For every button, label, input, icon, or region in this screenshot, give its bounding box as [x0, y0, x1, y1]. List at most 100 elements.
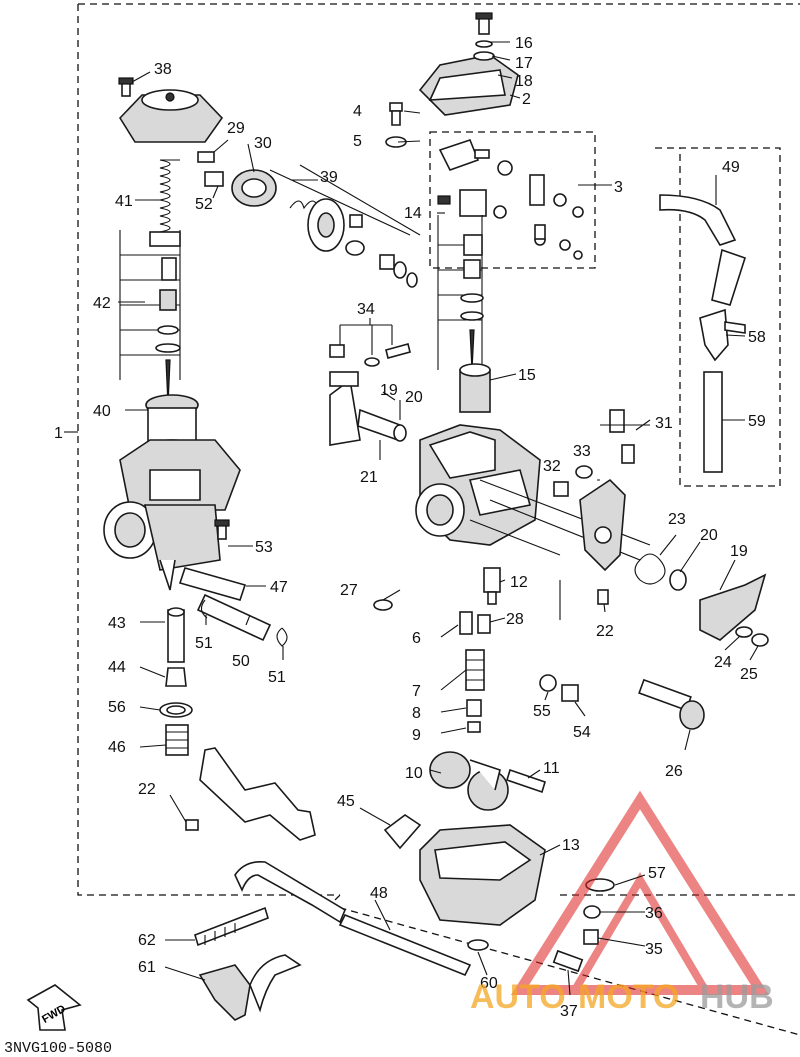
callout-41: 41	[115, 193, 133, 210]
callout-45: 45	[337, 793, 355, 810]
callout-40: 40	[93, 403, 111, 420]
diaphragm-cover-38	[118, 89, 224, 143]
bracket-45	[383, 814, 422, 850]
screw-22-lower	[185, 819, 199, 831]
callout-62: 62	[138, 932, 156, 949]
watermark-text: AUTO MOTO HUB	[470, 978, 774, 1016]
callout-6: 6	[412, 630, 421, 647]
clip-51b	[276, 627, 288, 647]
callout-58: 58	[748, 329, 766, 346]
screw-35	[583, 929, 599, 945]
watermark-hub: HUB	[700, 978, 774, 1016]
callout-35: 35	[645, 941, 663, 958]
jet-holder-43	[167, 607, 185, 663]
bracket-22-lower	[199, 747, 316, 841]
callout-46: 46	[108, 739, 126, 756]
callout-28: 28	[506, 611, 524, 628]
callout-11: 11	[543, 760, 560, 777]
callout-18: 18	[515, 73, 533, 90]
callout-23: 23	[668, 511, 686, 528]
callout-4: 4	[353, 103, 362, 120]
doc-code: 3NVG100-5080	[4, 1040, 112, 1057]
callout-10: 10	[405, 765, 423, 782]
callout-49: 49	[722, 159, 740, 176]
callout-9: 9	[412, 727, 421, 744]
hose-59	[703, 371, 723, 473]
needle-set-42	[119, 230, 181, 406]
diaphragm-39-group	[269, 164, 421, 288]
band-62	[194, 906, 269, 947]
jet-6	[459, 611, 473, 635]
carb-body-left	[103, 439, 241, 591]
oring-60	[467, 939, 489, 951]
callout-34: 34	[357, 301, 375, 318]
lever-31	[600, 409, 650, 464]
callout-60: 60	[480, 975, 498, 992]
bracket-61	[198, 954, 302, 1021]
screw-54	[561, 684, 579, 702]
callout-25: 25	[740, 666, 758, 683]
callout-27: 27	[340, 582, 358, 599]
callout-20b: 20	[700, 527, 718, 544]
callout-51b: 51	[268, 669, 286, 686]
washer-17	[475, 40, 493, 48]
callout-5: 5	[353, 133, 362, 150]
callout-37: 37	[560, 1003, 578, 1020]
parts-3-boundary	[429, 131, 596, 269]
needle-jet-12	[483, 567, 501, 605]
callout-61: 61	[138, 959, 156, 976]
callout-12: 12	[510, 574, 528, 591]
screw-53	[214, 519, 230, 540]
cover-30	[231, 169, 277, 207]
callout-59: 59	[748, 413, 766, 430]
callout-36: 36	[645, 905, 663, 922]
watermark-moto: MOTO	[578, 978, 679, 1016]
assembly-boundary	[77, 3, 800, 1036]
callout-26: 26	[665, 763, 683, 780]
callout-21: 21	[360, 469, 378, 486]
jet-8	[466, 699, 482, 717]
callout-32: 32	[543, 458, 561, 475]
callout-43: 43	[108, 615, 126, 632]
washer-20	[669, 569, 687, 591]
callout-38: 38	[154, 61, 172, 78]
spring-23	[634, 553, 666, 585]
callout-20a: 20	[405, 389, 423, 406]
cover-2	[418, 54, 519, 116]
callout-3: 3	[614, 179, 623, 196]
callout-8: 8	[412, 705, 421, 722]
callout-55: 55	[533, 703, 551, 720]
watermark-logo-icon	[510, 790, 770, 995]
nut-33	[575, 465, 593, 479]
hose-kit-boundary	[655, 147, 781, 487]
callout-29: 29	[227, 120, 245, 137]
callout-56: 56	[108, 699, 126, 716]
callout-44: 44	[108, 659, 126, 676]
fwd-label: FWD	[40, 1003, 68, 1026]
jet-9	[467, 721, 481, 733]
screw-4	[389, 102, 403, 126]
callout-57: 57	[648, 865, 666, 882]
fwd-arrow-icon	[26, 984, 82, 1031]
float-bowl-13	[419, 824, 546, 926]
callout-50: 50	[232, 653, 250, 670]
hose-50	[196, 593, 272, 642]
callout-1: 1	[54, 425, 63, 442]
callout-15: 15	[518, 367, 536, 384]
link-parts-3	[438, 139, 584, 260]
callout-24: 24	[714, 654, 732, 671]
starter-plunger-26	[638, 678, 705, 730]
callout-52: 52	[195, 196, 213, 213]
callout-22a: 22	[596, 623, 614, 640]
callout-14: 14	[404, 205, 422, 222]
callout-53: 53	[255, 539, 273, 556]
callout-7: 7	[412, 683, 421, 700]
callout-39: 39	[320, 169, 338, 186]
slide-15	[459, 363, 491, 413]
screw-32	[553, 481, 569, 497]
hose-49	[659, 194, 746, 306]
callout-33: 33	[573, 443, 591, 460]
callout-17: 17	[515, 55, 533, 72]
